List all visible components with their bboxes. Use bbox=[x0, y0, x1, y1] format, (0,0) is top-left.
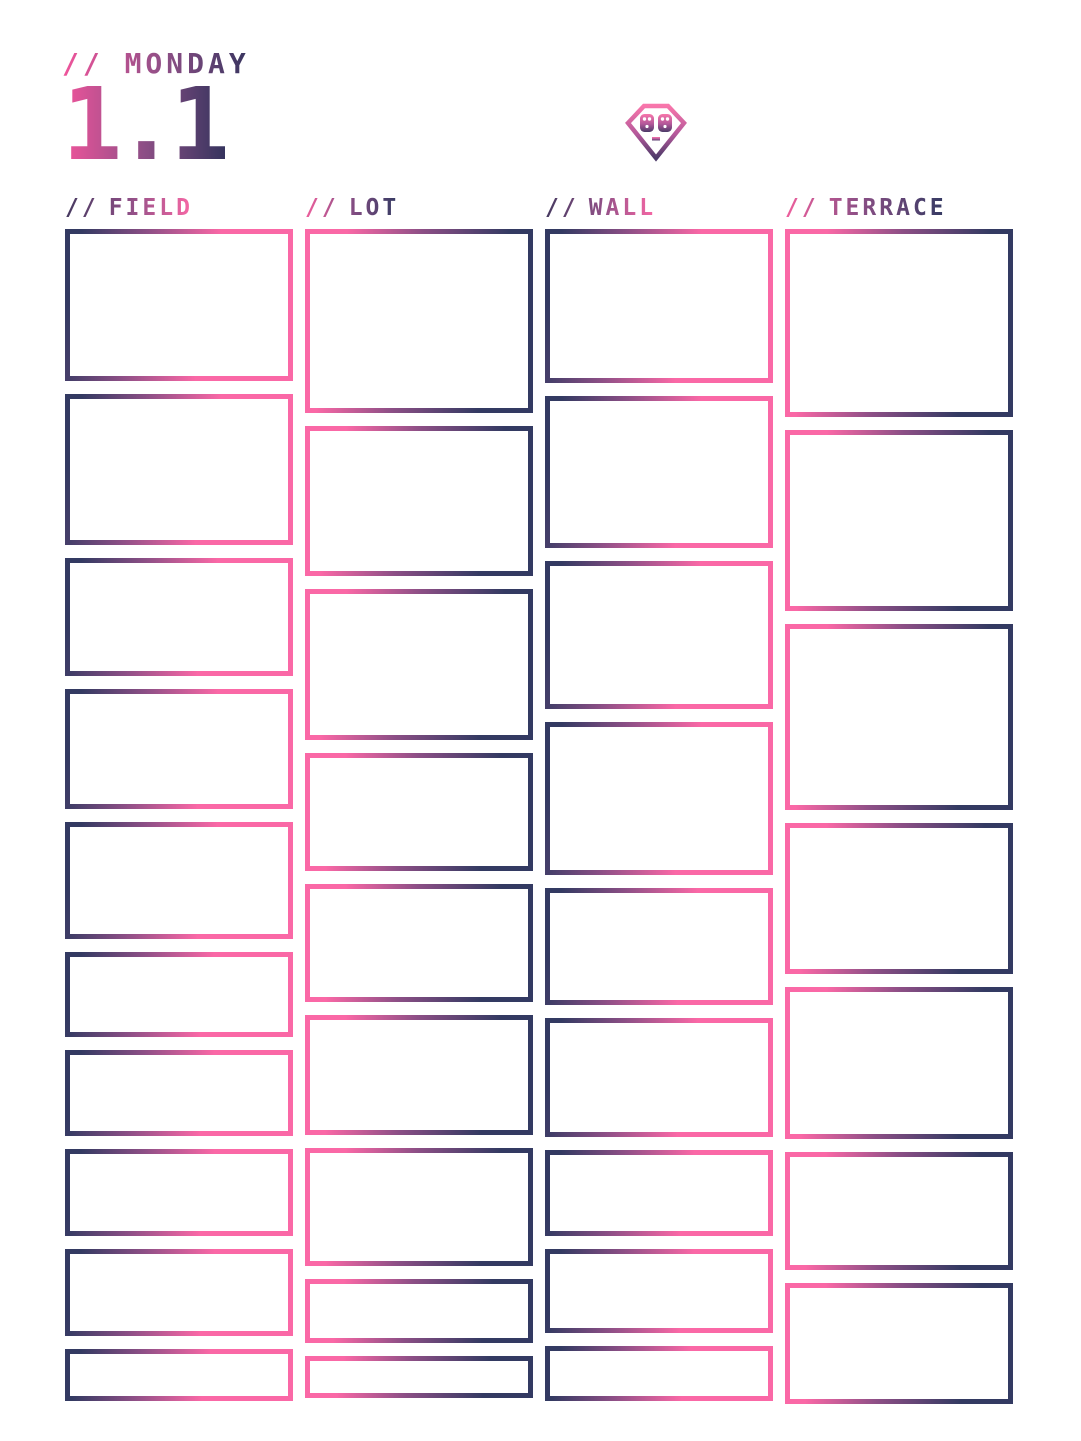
pixel-gem-icon bbox=[625, 103, 687, 162]
column-boxes bbox=[65, 229, 293, 1401]
entry-box[interactable] bbox=[545, 1249, 773, 1333]
planner-columns: // FIELD // LOT // WALL // TERRACE bbox=[65, 197, 1013, 1417]
entry-box[interactable] bbox=[65, 822, 293, 939]
entry-box[interactable] bbox=[545, 888, 773, 1005]
column-header-prefix: // bbox=[545, 195, 579, 221]
entry-box[interactable] bbox=[305, 589, 533, 740]
column-header-prefix: // bbox=[305, 195, 339, 221]
entry-box[interactable] bbox=[305, 884, 533, 1002]
column-header: // WALL bbox=[545, 197, 656, 220]
date-number: 1.1 bbox=[62, 66, 231, 183]
column-field: // FIELD bbox=[65, 197, 293, 1417]
title-block: // MONDAY 1.1 bbox=[62, 50, 250, 183]
column-header-prefix: // bbox=[65, 195, 99, 221]
column-header-label: TERRACE bbox=[828, 195, 947, 221]
column-boxes bbox=[545, 229, 773, 1401]
entry-box[interactable] bbox=[65, 229, 293, 381]
entry-box[interactable] bbox=[785, 1152, 1013, 1270]
entry-box[interactable] bbox=[785, 1283, 1013, 1404]
column-header-label: FIELD bbox=[108, 195, 193, 221]
entry-box[interactable] bbox=[305, 1015, 533, 1135]
entry-box[interactable] bbox=[545, 229, 773, 383]
entry-box[interactable] bbox=[785, 823, 1013, 974]
entry-box[interactable] bbox=[305, 426, 533, 576]
entry-box[interactable] bbox=[545, 1346, 773, 1401]
entry-box[interactable] bbox=[65, 394, 293, 545]
entry-box[interactable] bbox=[305, 1279, 533, 1343]
column-header-label: WALL bbox=[588, 195, 657, 221]
column-wall: // WALL bbox=[545, 197, 773, 1417]
entry-box[interactable] bbox=[65, 689, 293, 809]
entry-box[interactable] bbox=[305, 1356, 533, 1398]
column-header-label: LOT bbox=[348, 195, 400, 221]
entry-box[interactable] bbox=[545, 561, 773, 709]
entry-box[interactable] bbox=[785, 229, 1013, 417]
entry-box[interactable] bbox=[305, 1148, 533, 1266]
entry-box[interactable] bbox=[545, 1150, 773, 1236]
entry-box[interactable] bbox=[65, 1149, 293, 1236]
entry-box[interactable] bbox=[305, 229, 533, 413]
entry-box[interactable] bbox=[785, 430, 1013, 611]
entry-box[interactable] bbox=[65, 1050, 293, 1136]
entry-box[interactable] bbox=[545, 1018, 773, 1137]
column-lot: // LOT bbox=[305, 197, 533, 1417]
entry-box[interactable] bbox=[785, 987, 1013, 1139]
entry-box[interactable] bbox=[65, 558, 293, 676]
entry-box[interactable] bbox=[65, 952, 293, 1037]
entry-box[interactable] bbox=[65, 1349, 293, 1401]
entry-box[interactable] bbox=[305, 753, 533, 871]
column-header: // LOT bbox=[305, 197, 399, 220]
entry-box[interactable] bbox=[545, 396, 773, 548]
column-terrace: // TERRACE bbox=[785, 197, 1013, 1417]
entry-box[interactable] bbox=[545, 722, 773, 875]
column-header-prefix: // bbox=[785, 195, 819, 221]
entry-box[interactable] bbox=[785, 624, 1013, 810]
column-boxes bbox=[785, 229, 1013, 1404]
column-boxes bbox=[305, 229, 533, 1398]
entry-box[interactable] bbox=[65, 1249, 293, 1336]
column-header: // TERRACE bbox=[785, 197, 947, 220]
column-header: // FIELD bbox=[65, 197, 193, 220]
